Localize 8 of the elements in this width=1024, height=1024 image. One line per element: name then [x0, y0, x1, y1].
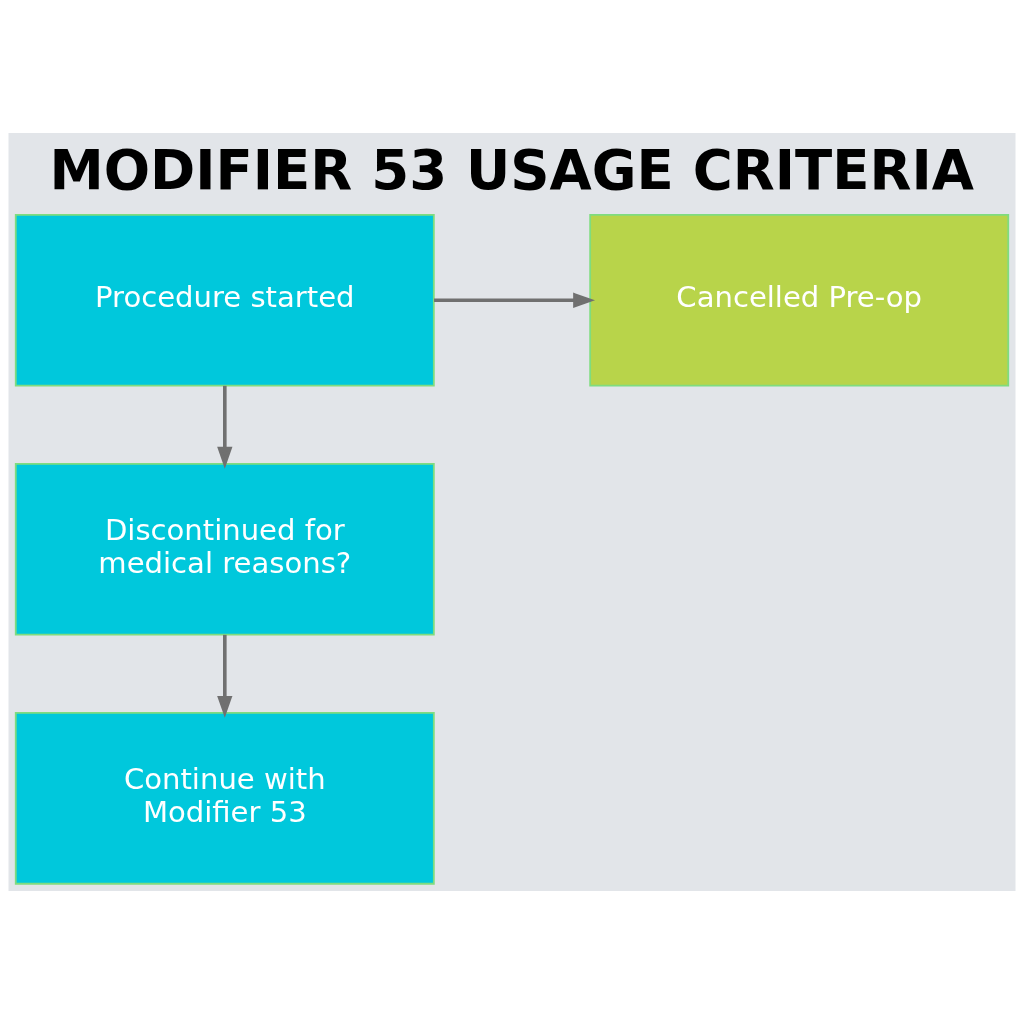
node-box: Discontinued for medical reasons?: [14, 462, 435, 636]
arrow: [217, 385, 233, 469]
node-box: Cancelled Pre-op: [589, 213, 1010, 387]
node-box: Procedure started: [14, 213, 435, 387]
node-box: Continue with Modifier 53: [14, 711, 435, 885]
arrow: [434, 292, 595, 308]
arrow: [217, 634, 233, 718]
diagram-title: MODIFIER 53 USAGE CRITERIA: [49, 138, 974, 203]
